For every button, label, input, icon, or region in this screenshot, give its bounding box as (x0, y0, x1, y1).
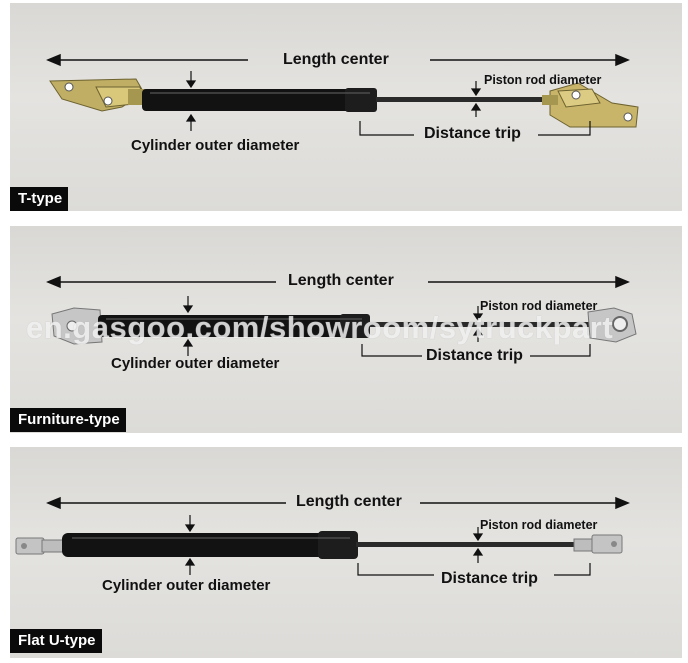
cylinder-body (142, 89, 376, 111)
cylinder-diameter-arrows (184, 515, 196, 575)
flat-u-type-panel: Length center Piston rod diameter Distan… (10, 447, 682, 658)
distance-trip-label: Distance trip (424, 125, 521, 142)
cylinder-seal (345, 88, 377, 112)
distance-trip-label: Distance trip (441, 570, 538, 587)
type-label: Furniture-type (10, 408, 126, 432)
piston-rod-diameter-label: Piston rod diameter (484, 73, 602, 87)
cylinder-body (98, 315, 368, 337)
type-label: T-type (10, 187, 69, 211)
length-center-arrow (46, 275, 630, 289)
distance-trip-label: Distance trip (426, 347, 523, 364)
type-label: Flat U-type (10, 629, 102, 653)
cylinder-diameter-arrows (182, 296, 194, 356)
cylinder-seal (318, 531, 358, 559)
right-furniture-mount (587, 307, 637, 343)
furniture-type-panel: Length center Piston rod diameter Distan… (10, 226, 682, 433)
distance-trip-bracket (361, 344, 591, 357)
cylinder-body (62, 533, 356, 557)
left-furniture-mount (51, 307, 103, 345)
left-t-bracket (49, 78, 146, 112)
left-flat-u-fitting (15, 537, 65, 555)
piston-rod (356, 542, 578, 547)
flat-u-type-gas-spring-illustration (15, 496, 630, 576)
right-t-bracket (542, 82, 639, 128)
length-center-label: Length center (296, 493, 402, 510)
cylinder-outer-diameter-label: Cylinder outer diameter (131, 137, 300, 154)
right-flat-u-fitting (573, 534, 623, 554)
piston-rod-diameter-label: Piston rod diameter (480, 518, 598, 532)
piston-rod-diameter-label: Piston rod diameter (480, 299, 598, 313)
length-center-arrow (46, 53, 630, 67)
length-center-label: Length center (288, 272, 394, 289)
distance-trip-bracket (357, 563, 591, 576)
distance-trip-bracket (359, 121, 591, 136)
piston-rod (368, 322, 592, 327)
rod-diameter-arrows (472, 306, 484, 342)
cylinder-outer-diameter-label: Cylinder outer diameter (102, 577, 271, 594)
length-center-label: Length center (283, 51, 389, 68)
piston-rod (376, 97, 556, 102)
length-center-arrow (46, 496, 630, 510)
t-type-gas-spring-illustration (46, 53, 639, 136)
rod-diameter-arrows (470, 81, 482, 117)
cylinder-outer-diameter-label: Cylinder outer diameter (111, 355, 280, 372)
t-type-panel: Length center Piston rod diameter Distan… (10, 3, 682, 211)
cylinder-diameter-arrows (185, 71, 197, 131)
rod-diameter-arrows (472, 527, 484, 563)
furniture-type-gas-spring-illustration (46, 275, 637, 357)
cylinder-seal (340, 314, 370, 338)
